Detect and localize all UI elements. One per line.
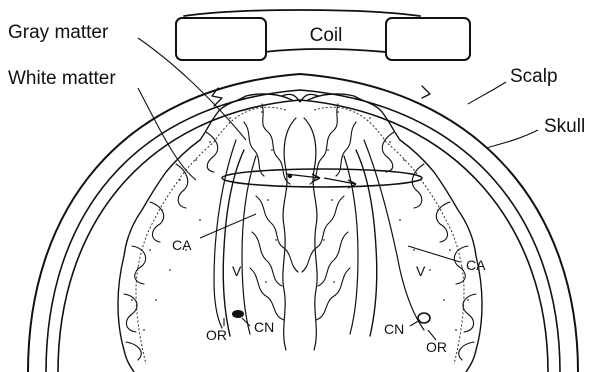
coil-band-bottom: [264, 49, 386, 52]
left-caudate-nucleus: [232, 310, 244, 318]
leader-lines: [138, 38, 538, 340]
coil-field-arrow: [286, 174, 356, 188]
cn-right-label: CN: [384, 321, 404, 337]
head-layers: [28, 74, 578, 372]
skull-label: Skull: [544, 116, 585, 137]
coil-left-winding: [176, 18, 266, 60]
skull-outer-outline: [46, 90, 560, 372]
cn-left-leader: [242, 318, 250, 326]
stippling: [131, 111, 469, 331]
left-ventricle-inner: [242, 156, 256, 334]
coil-field-ellipse: [222, 169, 422, 187]
ca-left-label: CA: [172, 237, 192, 253]
gray-matter-label: Gray matter: [8, 22, 109, 43]
right-caudate-nucleus: [418, 313, 430, 323]
right-ventricle: [356, 150, 377, 336]
ca-right-leader: [408, 246, 460, 262]
ca-right-label: CA: [466, 257, 486, 273]
v-right-label: V: [416, 263, 426, 279]
right-or-tract: [364, 140, 424, 330]
white-matter-label: White matter: [8, 68, 116, 89]
left-medial-wall: [283, 118, 296, 350]
coil: Coil: [176, 10, 470, 60]
right-fissure-zigzag: [422, 86, 430, 98]
scalp-label: Scalp: [510, 66, 558, 87]
v-left-label: V: [232, 263, 242, 279]
skull-leader: [486, 130, 538, 148]
right-medial-wall: [304, 118, 317, 350]
coil-field-center-dot: [288, 174, 292, 178]
coil-label: Coil: [310, 25, 343, 46]
scalp-outline: [28, 74, 578, 372]
scalp-leader: [468, 82, 506, 104]
coil-right-winding: [386, 18, 470, 60]
right-inner-convolutions: [302, 104, 356, 320]
cn-left-label: CN: [254, 319, 274, 335]
left-ventricle: [223, 150, 244, 336]
cn-right-leader: [410, 320, 420, 326]
coil-band-top: [184, 10, 420, 16]
or-right-label: OR: [426, 339, 447, 355]
ca-left-leader: [200, 214, 256, 238]
left-inner-convolutions: [244, 104, 298, 320]
or-left-label: OR: [206, 327, 227, 343]
